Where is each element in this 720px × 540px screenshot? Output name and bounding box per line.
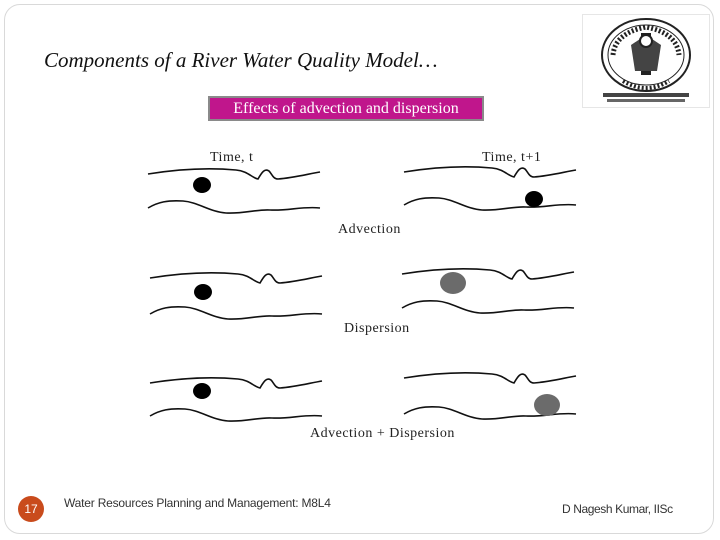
- pollutant-blob: [193, 177, 211, 193]
- advection-dispersion-label: Advection + Dispersion: [310, 426, 455, 441]
- slide-title: Components of a River Water Quality Mode…: [44, 48, 438, 72]
- effects-banner: Effects of advection and dispersion: [208, 96, 484, 121]
- dispersed-pollutant: [440, 272, 466, 294]
- course-footer: Water Resources Planning and Management:…: [64, 496, 331, 510]
- river-advection-t1: [403, 165, 577, 211]
- slide-frame: [4, 4, 714, 534]
- page-number-badge: 17: [18, 496, 44, 522]
- river-both-t: [149, 376, 323, 422]
- pollutant-blob: [193, 383, 211, 399]
- advection-label: Advection: [338, 222, 401, 237]
- river-dispersion-t1: [401, 267, 575, 314]
- time-t1-label: Time, t+1: [482, 150, 542, 165]
- pollutant-blob: [525, 191, 543, 207]
- author-footer: D Nagesh Kumar, IISc: [562, 502, 673, 516]
- river-dispersion-t: [149, 271, 323, 320]
- dispersed-pollutant: [534, 394, 560, 416]
- time-t-label: Time, t: [210, 150, 254, 165]
- river-both-t1: [403, 371, 577, 420]
- dispersion-label: Dispersion: [344, 321, 410, 336]
- pollutant-blob: [194, 284, 212, 300]
- iisc-emblem-icon: [582, 14, 710, 108]
- river-advection-t: [147, 167, 321, 214]
